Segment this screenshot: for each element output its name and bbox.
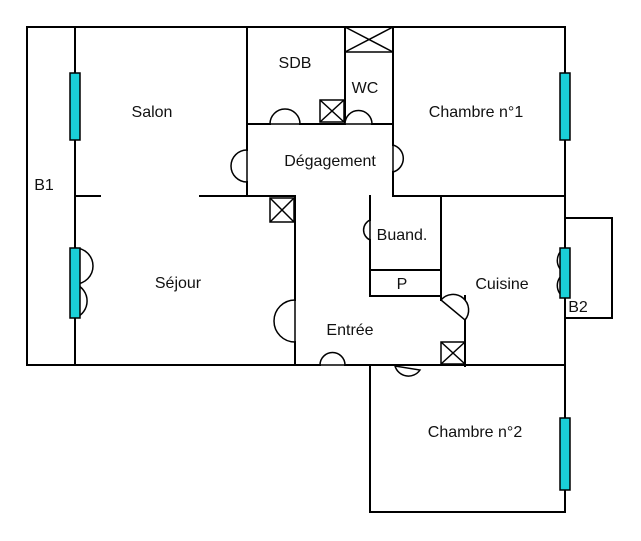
label-placard: P xyxy=(397,276,408,293)
vent-icon-wc xyxy=(319,99,345,123)
label-entree: Entrée xyxy=(326,322,373,339)
label-chambre2: Chambre n°2 xyxy=(428,424,523,441)
room-labels: Salon SDB WC Chambre n°1 Dégagement B1 B… xyxy=(34,55,588,441)
windows xyxy=(69,72,571,491)
window-chambre2 xyxy=(559,417,571,491)
window-cuisine xyxy=(559,247,571,299)
doors xyxy=(74,108,566,377)
label-degagement: Dégagement xyxy=(284,153,376,170)
label-wc: WC xyxy=(352,80,379,97)
label-sejour: Séjour xyxy=(155,275,202,292)
label-b2: B2 xyxy=(568,299,588,316)
vent-icon-sejour xyxy=(269,197,295,223)
vent-icon-top xyxy=(344,26,394,53)
window-salon xyxy=(69,72,81,141)
label-sdb: SDB xyxy=(279,55,312,72)
walls xyxy=(26,26,613,513)
window-chambre1 xyxy=(559,72,571,141)
label-chambre1: Chambre n°1 xyxy=(429,104,524,121)
vent-boxes xyxy=(269,26,466,365)
label-buanderie: Buand. xyxy=(377,227,428,244)
label-b1: B1 xyxy=(34,177,54,194)
label-cuisine: Cuisine xyxy=(475,276,528,293)
vent-icon-entree xyxy=(440,341,466,365)
label-salon: Salon xyxy=(132,104,173,121)
window-sejour xyxy=(69,247,81,319)
